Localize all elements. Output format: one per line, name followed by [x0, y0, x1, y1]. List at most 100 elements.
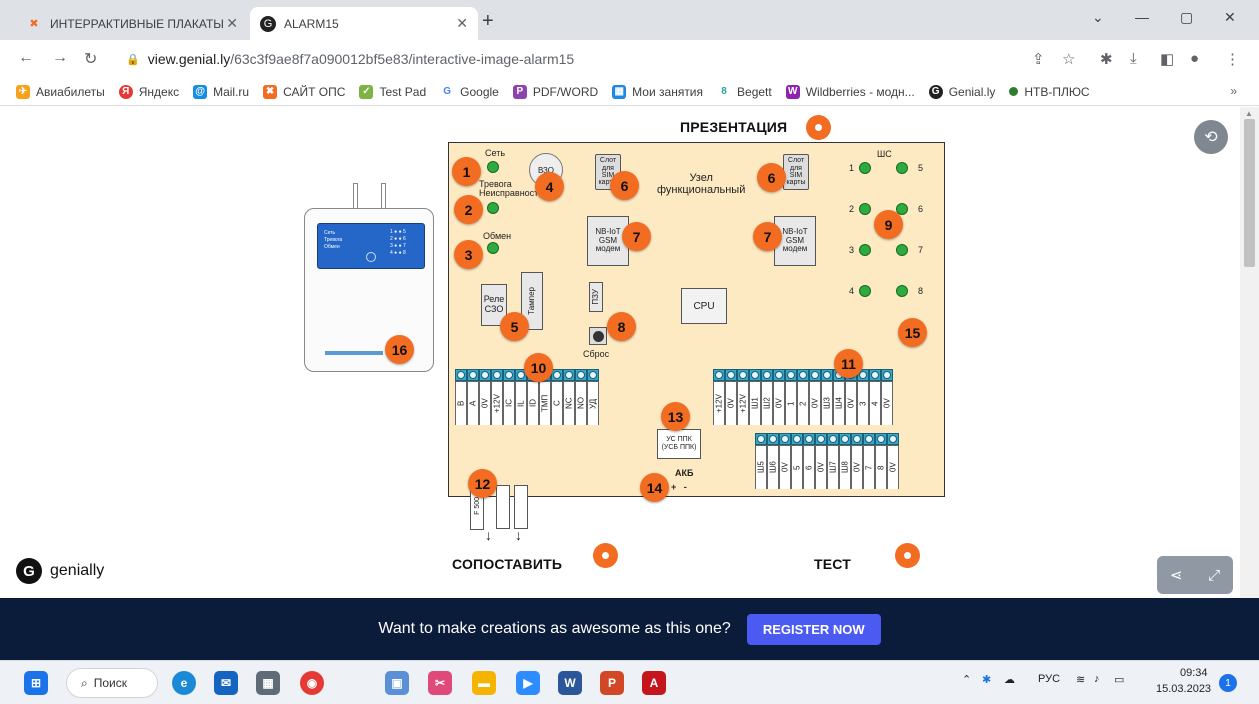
- taskbar-search[interactable]: ⌕ Поиск: [66, 668, 158, 698]
- tab-search-icon[interactable]: ⌄: [1092, 9, 1104, 25]
- terminal-screw: [467, 369, 479, 381]
- extensions-icon[interactable]: ✱: [1100, 51, 1113, 68]
- arrow-down-icon: ↓: [485, 527, 492, 543]
- menu-icon[interactable]: ⋮: [1225, 51, 1240, 68]
- hotspot-badge-15[interactable]: 15: [898, 318, 927, 347]
- wifi-icon[interactable]: ≋: [1076, 674, 1086, 686]
- device-illustration: Сеть Тревога Обмен 1 ● ● 5 2 ● ● 6 3 ● ●…: [304, 208, 434, 372]
- forward-button[interactable]: →: [52, 49, 68, 66]
- match-pin-button[interactable]: [593, 543, 618, 568]
- bookmark-item[interactable]: ✓Test Pad: [359, 84, 426, 99]
- hotspot-badge-6b[interactable]: 6: [757, 163, 786, 192]
- mail-icon[interactable]: ✉: [214, 671, 238, 695]
- hotspot-badge-14[interactable]: 14: [640, 473, 669, 502]
- bookmarks-more-button[interactable]: »: [1230, 84, 1237, 98]
- register-now-button[interactable]: REGISTER NOW: [746, 613, 881, 645]
- bookmark-item[interactable]: ✖САЙТ ОПС: [263, 84, 345, 99]
- volume-icon[interactable]: ♪: [1094, 673, 1100, 685]
- restore-button[interactable]: ▢: [1180, 9, 1194, 25]
- hotspot-badge-12[interactable]: 12: [468, 469, 497, 498]
- zone-6-led: [896, 203, 908, 215]
- test-pin-button[interactable]: [895, 543, 920, 568]
- back-button[interactable]: ←: [18, 49, 34, 66]
- fullscreen-icon[interactable]: ⤢: [1208, 566, 1221, 584]
- zone-7-led: [896, 244, 908, 256]
- powerpoint-icon[interactable]: P: [600, 671, 624, 695]
- word-icon[interactable]: W: [558, 671, 582, 695]
- close-tab-icon[interactable]: ✕: [226, 15, 238, 31]
- hotspot-badge-9[interactable]: 9: [874, 210, 903, 239]
- snipping-icon[interactable]: ✂: [428, 671, 452, 695]
- terminal-label: 0V: [773, 381, 785, 425]
- clock-date[interactable]: 15.03.2023: [1156, 683, 1212, 695]
- battery-icon[interactable]: ▭: [1114, 674, 1125, 686]
- node-label: Узел функциональный: [657, 172, 746, 196]
- cpu-chip: CPU: [681, 288, 727, 324]
- bookmark-item[interactable]: ▦Мои занятия: [612, 84, 703, 99]
- login-icon[interactable]: ⟲: [1194, 120, 1228, 154]
- presentation-pin-button[interactable]: [806, 115, 831, 140]
- control-panel-icon[interactable]: ▣: [385, 671, 409, 695]
- notification-badge[interactable]: 1: [1219, 674, 1237, 692]
- minimize-button[interactable]: —: [1135, 9, 1149, 25]
- terminal-screw: [503, 369, 515, 381]
- download-icon[interactable]: ⤓: [1130, 50, 1137, 67]
- share-icon[interactable]: ⋖: [1169, 567, 1183, 584]
- profile-icon[interactable]: ●: [1190, 50, 1200, 67]
- side-panel-icon[interactable]: ◧: [1160, 51, 1175, 68]
- new-tab-button[interactable]: +: [482, 10, 494, 32]
- hotspot-badge-3[interactable]: 3: [454, 240, 483, 269]
- scroll-up-icon[interactable]: ▲: [1245, 109, 1253, 118]
- tab-alarm15[interactable]: G ALARM15 ✕: [250, 7, 478, 40]
- zone-5-led: [896, 162, 908, 174]
- device-panel-left: Сеть Тревога Обмен: [324, 230, 343, 250]
- yandex-icon: Я: [118, 84, 133, 99]
- hotspot-badge-2[interactable]: 2: [454, 195, 483, 224]
- chrome-icon[interactable]: ◉: [300, 671, 324, 695]
- tab-interactive-posters[interactable]: ✖ ИНТЕРРАКТИВНЫЕ ПЛАКАТЫ ✕: [16, 7, 248, 40]
- hotspot-badge-4[interactable]: 4: [535, 172, 564, 201]
- close-window-button[interactable]: ✕: [1224, 9, 1236, 25]
- terminal-screw: [779, 433, 791, 445]
- hotspot-badge-6a[interactable]: 6: [610, 171, 639, 200]
- device-indicator-strip: [325, 351, 383, 355]
- edge-icon[interactable]: e: [172, 671, 196, 695]
- language-indicator[interactable]: РУС: [1038, 673, 1061, 685]
- hotspot-badge-7a[interactable]: 7: [622, 222, 651, 251]
- hotspot-badge-7b[interactable]: 7: [753, 222, 782, 251]
- hotspot-badge-16[interactable]: 16: [385, 335, 414, 364]
- genially-brand: genially: [50, 562, 105, 579]
- hotspot-badge-8[interactable]: 8: [607, 312, 636, 341]
- bluetooth-icon[interactable]: ✱: [982, 674, 992, 686]
- clock-time[interactable]: 09:34: [1180, 667, 1208, 679]
- genially-logo[interactable]: G genially: [16, 558, 104, 584]
- hotspot-badge-13[interactable]: 13: [661, 402, 690, 431]
- share-icon[interactable]: ⇪: [1032, 51, 1045, 68]
- acrobat-icon[interactable]: A: [642, 671, 666, 695]
- onedrive-icon[interactable]: ☁: [1004, 674, 1015, 686]
- windows-start-icon[interactable]: ⊞: [24, 671, 48, 695]
- page-scrollbar[interactable]: ▲ ▼: [1240, 107, 1259, 659]
- bookmark-item[interactable]: НТВ-ПЛЮС: [1009, 85, 1090, 99]
- bookmark-item[interactable]: ✈Авиабилеты: [16, 84, 105, 99]
- hotspot-badge-1[interactable]: 1: [452, 157, 481, 186]
- tray-chevron-icon[interactable]: ⌃: [962, 674, 972, 686]
- calculator-icon[interactable]: ▦: [256, 671, 280, 695]
- scrollbar-thumb[interactable]: [1244, 119, 1255, 267]
- bookmark-star-icon[interactable]: ☆: [1062, 51, 1076, 68]
- hotspot-badge-11[interactable]: 11: [834, 349, 863, 378]
- hotspot-badge-5[interactable]: 5: [500, 312, 529, 341]
- address-bar[interactable]: 🔒 view.genial.ly/63c3f9ae8f7a090012bf5e8…: [114, 45, 1024, 73]
- hotspot-badge-10[interactable]: 10: [524, 353, 553, 382]
- zoom-icon[interactable]: ▶: [516, 671, 540, 695]
- file-explorer-icon[interactable]: ▬: [472, 671, 496, 695]
- close-tab-icon[interactable]: ✕: [456, 15, 468, 31]
- bookmark-item[interactable]: @Mail.ru: [193, 84, 249, 99]
- reload-button[interactable]: ↻: [84, 51, 98, 68]
